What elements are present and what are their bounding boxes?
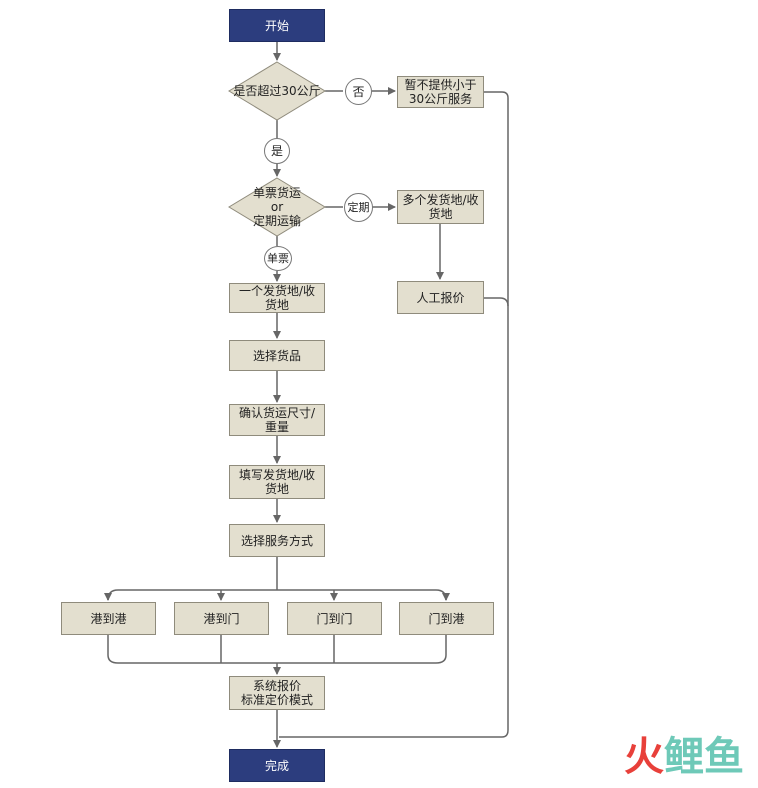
finish-label: 完成 — [264, 758, 289, 773]
select-service-node: 选择服务方式 — [229, 524, 325, 557]
single-label-circle: 单票 — [264, 246, 292, 271]
port-to-port-node: 港到港 — [61, 602, 156, 635]
weight-decision-diamond — [228, 61, 326, 121]
mode-decision-diamond — [228, 177, 326, 237]
manual-quote-label: 人工报价 — [416, 290, 465, 305]
door-to-door-node: 门到门 — [287, 602, 382, 635]
multi-address-node: 多个发货地/收货地 — [397, 190, 484, 224]
watermark-part1: 火 — [624, 734, 664, 780]
port-to-port-label: 港到港 — [90, 611, 127, 626]
system-quote-node: 系统报价 标准定价模式 — [229, 676, 325, 710]
periodic-label: 定期 — [347, 200, 370, 214]
weight-decision-label: 是否超过30公斤 — [233, 84, 321, 98]
fill-address-node: 填写发货地/收货地 — [229, 465, 325, 499]
finish-node: 完成 — [229, 749, 325, 782]
weight-decision: 是否超过30公斤 — [229, 62, 325, 120]
door-to-port-node: 门到港 — [399, 602, 494, 635]
fill-address-label: 填写发货地/收货地 — [238, 468, 316, 496]
system-quote-line1: 系统报价 — [252, 679, 301, 693]
no-label-circle: 否 — [345, 78, 372, 105]
periodic-label-circle: 定期 — [344, 193, 373, 222]
port-to-door-label: 港到门 — [203, 611, 240, 626]
manual-quote-node: 人工报价 — [397, 281, 484, 314]
confirm-size-node: 确认货运尺寸/重量 — [229, 404, 325, 436]
yes-label-circle: 是 — [264, 138, 290, 164]
port-to-door-node: 港到门 — [174, 602, 269, 635]
door-to-door-label: 门到门 — [316, 611, 353, 626]
system-quote-line2: 标准定价模式 — [240, 693, 313, 707]
watermark-logo: 火鲤鱼 — [624, 724, 744, 782]
mode-line2: or — [270, 200, 284, 214]
start-label: 开始 — [264, 18, 289, 33]
start-node: 开始 — [229, 9, 325, 42]
watermark-part2: 鲤鱼 — [664, 734, 744, 780]
single-label: 单票 — [267, 251, 289, 265]
no-service-node: 暂不提供小于30公斤服务 — [397, 76, 484, 108]
single-address-label: 一个发货地/收货地 — [238, 284, 316, 312]
no-service-label: 暂不提供小于30公斤服务 — [404, 78, 477, 106]
select-service-label: 选择服务方式 — [240, 533, 313, 548]
confirm-size-label: 确认货运尺寸/重量 — [238, 406, 316, 434]
multi-address-label: 多个发货地/收货地 — [402, 193, 479, 221]
no-label: 否 — [352, 84, 365, 99]
select-goods-label: 选择货品 — [252, 348, 301, 363]
door-to-port-label: 门到港 — [428, 611, 465, 626]
yes-label: 是 — [270, 144, 283, 158]
mode-line1: 单票货运 — [252, 186, 301, 200]
single-address-node: 一个发货地/收货地 — [229, 283, 325, 313]
mode-line3: 定期运输 — [252, 214, 301, 228]
select-goods-node: 选择货品 — [229, 340, 325, 371]
mode-decision: 单票货运 or 定期运输 — [229, 178, 325, 236]
